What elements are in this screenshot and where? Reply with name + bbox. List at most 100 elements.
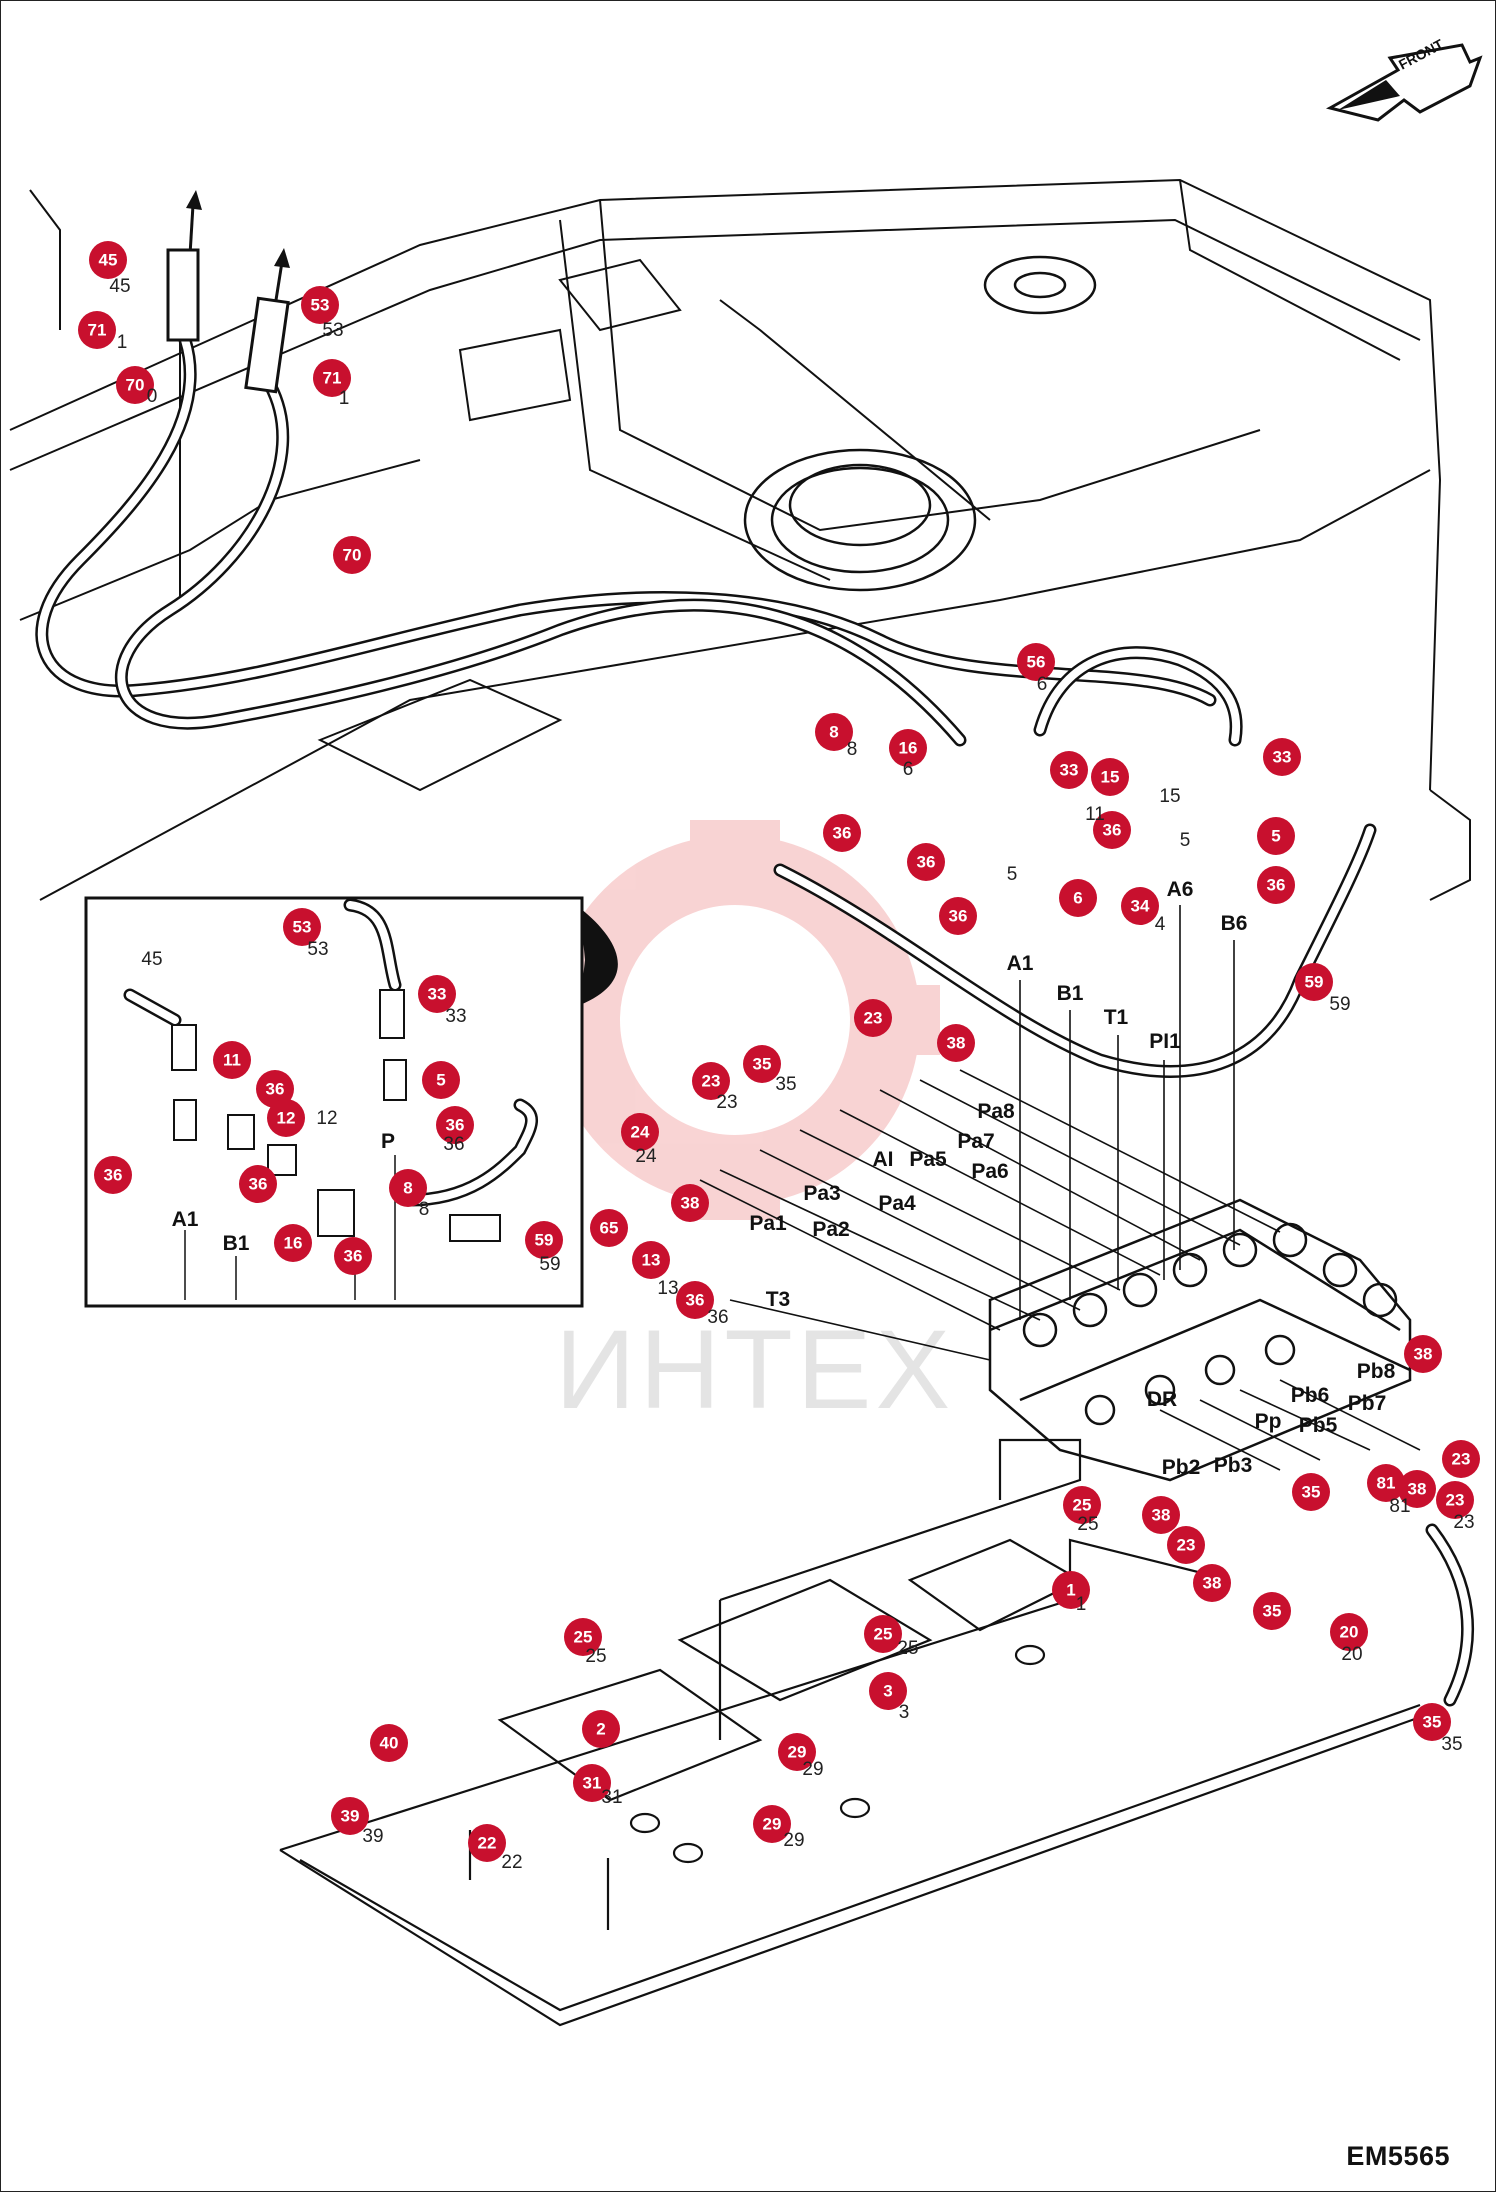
svg-text:34: 34 — [1131, 897, 1150, 916]
port-label-pb5: Pb5 — [1299, 1414, 1338, 1437]
svg-text:36: 36 — [686, 1291, 705, 1310]
callout-34: 34 — [1121, 887, 1159, 925]
callout-29: 29 — [778, 1733, 816, 1771]
port-label-b6: B6 — [1221, 912, 1248, 935]
part-number-label: 22 — [501, 1852, 522, 1873]
svg-text:20: 20 — [1340, 1623, 1359, 1642]
part-number-label: 12 — [316, 1108, 337, 1129]
port-label-pb3: Pb3 — [1214, 1454, 1253, 1477]
part-number-label: 1 — [339, 388, 350, 409]
callout-59: 59 — [1295, 963, 1333, 1001]
svg-text:11: 11 — [223, 1051, 241, 1070]
svg-text:23: 23 — [1446, 1491, 1465, 1510]
part-number-label: 1 — [117, 332, 128, 353]
callout-36: 36 — [94, 1156, 132, 1194]
port-label-pb7: Pb7 — [1348, 1392, 1387, 1415]
svg-text:40: 40 — [380, 1734, 399, 1753]
part-number-label: 6 — [1037, 674, 1048, 695]
callout-35: 35 — [743, 1045, 781, 1083]
part-number-label: 53 — [307, 939, 328, 960]
svg-text:35: 35 — [753, 1055, 772, 1074]
callout-2: 2 — [582, 1710, 620, 1748]
floor-plate — [279, 1438, 1441, 2027]
svg-text:38: 38 — [1203, 1574, 1222, 1593]
svg-text:38: 38 — [1414, 1345, 1433, 1364]
callout-36: 36 — [676, 1281, 714, 1319]
svg-text:36: 36 — [917, 853, 936, 872]
callout-11: 11 — [213, 1041, 251, 1079]
port-label-pp: Pp — [1255, 1410, 1282, 1433]
svg-text:16: 16 — [899, 739, 918, 758]
part-number-label: 81 — [1389, 1496, 1410, 1517]
svg-text:39: 39 — [341, 1807, 360, 1826]
part-number-label: 36 — [707, 1307, 728, 1328]
port-label-dr: DR — [1147, 1388, 1177, 1411]
svg-text:53: 53 — [293, 918, 312, 937]
callout-38: 38 — [1142, 1496, 1180, 1534]
svg-text:22: 22 — [478, 1834, 497, 1853]
part-number-label: 4 — [1155, 914, 1166, 935]
detail-inset — [84, 896, 618, 1308]
callout-24: 24 — [621, 1113, 659, 1151]
svg-text:15: 15 — [1101, 768, 1120, 787]
part-number-label: 11 — [1085, 804, 1105, 825]
svg-text:36: 36 — [104, 1166, 123, 1185]
callout-53: 53 — [283, 908, 321, 946]
part-number-label: 3 — [899, 1702, 910, 1723]
part-number-label: 15 — [1159, 786, 1180, 807]
part-number-label: 36 — [443, 1134, 464, 1155]
callout-16: 16 — [889, 729, 927, 767]
part-number-label: 59 — [539, 1254, 560, 1275]
callout-23: 23 — [854, 999, 892, 1037]
part-number-label: 35 — [775, 1074, 796, 1095]
port-label-t3: T3 — [766, 1288, 791, 1311]
callout-25: 25 — [564, 1618, 602, 1656]
svg-text:35: 35 — [1423, 1713, 1442, 1732]
part-number-label: 25 — [897, 1638, 918, 1659]
part-number-label: 8 — [419, 1199, 430, 1220]
svg-text:16: 16 — [284, 1234, 303, 1253]
swing-bearing-ring — [743, 255, 1097, 592]
port-label-pa4: Pa4 — [878, 1192, 916, 1215]
callout-36: 36 — [823, 814, 861, 852]
callout-38: 38 — [1193, 1564, 1231, 1602]
callout-36: 36 — [256, 1070, 294, 1108]
svg-text:25: 25 — [874, 1625, 893, 1644]
callout-70: 70 — [116, 366, 154, 404]
part-number-label: 31 — [601, 1787, 622, 1808]
callout-8: 8 — [815, 713, 853, 751]
callout-31: 31 — [573, 1764, 611, 1802]
part-number-label: 0 — [147, 386, 158, 407]
svg-text:33: 33 — [1273, 748, 1292, 767]
svg-text:3: 3 — [883, 1682, 892, 1701]
supply-arrow-icons — [166, 190, 290, 394]
callout-22: 22 — [468, 1824, 506, 1862]
svg-text:38: 38 — [1408, 1480, 1427, 1499]
callout-36: 36 — [239, 1165, 277, 1203]
callout-3: 3 — [869, 1672, 907, 1710]
port-label-pb6: Pb6 — [1291, 1384, 1330, 1407]
svg-text:59: 59 — [1305, 973, 1324, 992]
callout-65: 65 — [590, 1209, 628, 1247]
svg-text:8: 8 — [403, 1179, 412, 1198]
svg-text:36: 36 — [266, 1080, 285, 1099]
svg-text:38: 38 — [947, 1034, 966, 1053]
callout-71: 71 — [313, 359, 351, 397]
svg-text:29: 29 — [788, 1743, 807, 1762]
svg-text:24: 24 — [631, 1123, 650, 1142]
port-label-pi1: PI1 — [1149, 1030, 1181, 1053]
callout-20: 20 — [1330, 1613, 1368, 1651]
svg-text:2: 2 — [596, 1720, 605, 1739]
callout-1: 1 — [1052, 1571, 1090, 1609]
svg-text:71: 71 — [323, 369, 342, 388]
callout-8: 8 — [389, 1169, 427, 1207]
port-label-pa1: Pa1 — [749, 1212, 787, 1235]
callout-40: 40 — [370, 1724, 408, 1762]
port-label-a6: A6 — [1167, 878, 1194, 901]
callout-53: 53 — [301, 286, 339, 324]
svg-text:23: 23 — [1177, 1536, 1196, 1555]
port-label-p: P — [381, 1130, 395, 1153]
port-label-a1: A1 — [1007, 952, 1034, 975]
svg-text:81: 81 — [1377, 1474, 1396, 1493]
svg-text:25: 25 — [574, 1628, 593, 1647]
